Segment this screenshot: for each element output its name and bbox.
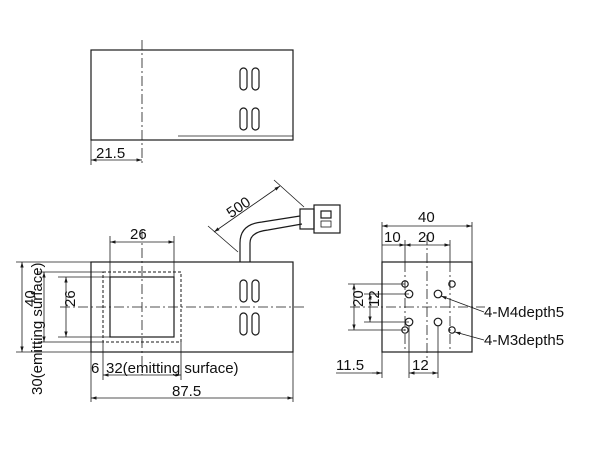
vent-slot (239, 279, 248, 303)
cable-outer (249, 223, 303, 262)
connector-housing (313, 204, 341, 234)
m3-hole (448, 326, 456, 334)
dim-label-side-offset-a: 10 (384, 229, 401, 246)
top-view-body (90, 49, 294, 141)
dim-label-side-spacing-a: 20 (418, 229, 435, 246)
cable (239, 215, 301, 262)
dim-label-emitting-height: 30(emitting surface) (29, 262, 46, 395)
dim-label-side-width: 40 (418, 209, 435, 226)
vent-slot (251, 279, 260, 303)
vent-slot (239, 312, 248, 336)
callout-m4: 4-M4depth5 (484, 304, 564, 321)
dim-label-front-height: 40 (22, 290, 39, 307)
dim-label-emitting-width: 32(emitting surface) (106, 360, 239, 377)
vent-slot (239, 107, 248, 131)
dim-line-cable-500 (213, 185, 281, 233)
connector-pin (320, 220, 332, 228)
callout-leader-m3 (454, 331, 485, 341)
callout-m3: 4-M3depth5 (484, 332, 564, 349)
m3-hole (448, 280, 456, 288)
m4-hole (433, 317, 443, 327)
vent-slot (251, 312, 260, 336)
top-view: 21.5 (90, 40, 294, 165)
dim-label-side-spacing-v1: 20 (350, 290, 367, 307)
dim-label-21-5: 21.5 (96, 145, 125, 162)
vent-slot (251, 67, 260, 91)
vent-slot (239, 67, 248, 91)
dim-label-side-spacing-v2: 12 (366, 290, 383, 307)
side-view: 40 10 20 20 12 11.5 12 4-M4depth5 4-M3de… (336, 209, 564, 378)
dim-label-bottom-offset: 11.5 (336, 357, 364, 374)
m4-hole (433, 289, 443, 299)
dim-label-opening-height: 26 (62, 290, 79, 307)
connector-body (299, 208, 315, 230)
connector-latch (320, 210, 332, 219)
dim-label-left-offset: 6 (91, 360, 99, 377)
dim-label-cable-500: 500 (224, 194, 254, 222)
dim-label-bottom-spacing: 12 (412, 357, 429, 374)
callout-leader-m4 (440, 295, 485, 313)
dim-label-opening-width: 26 (130, 226, 147, 243)
dim-label-total-length: 87.5 (172, 383, 201, 400)
vent-slot (251, 107, 260, 131)
front-view: 500 26 40 30(emitting surface) 26 6 32(e… (16, 179, 341, 402)
